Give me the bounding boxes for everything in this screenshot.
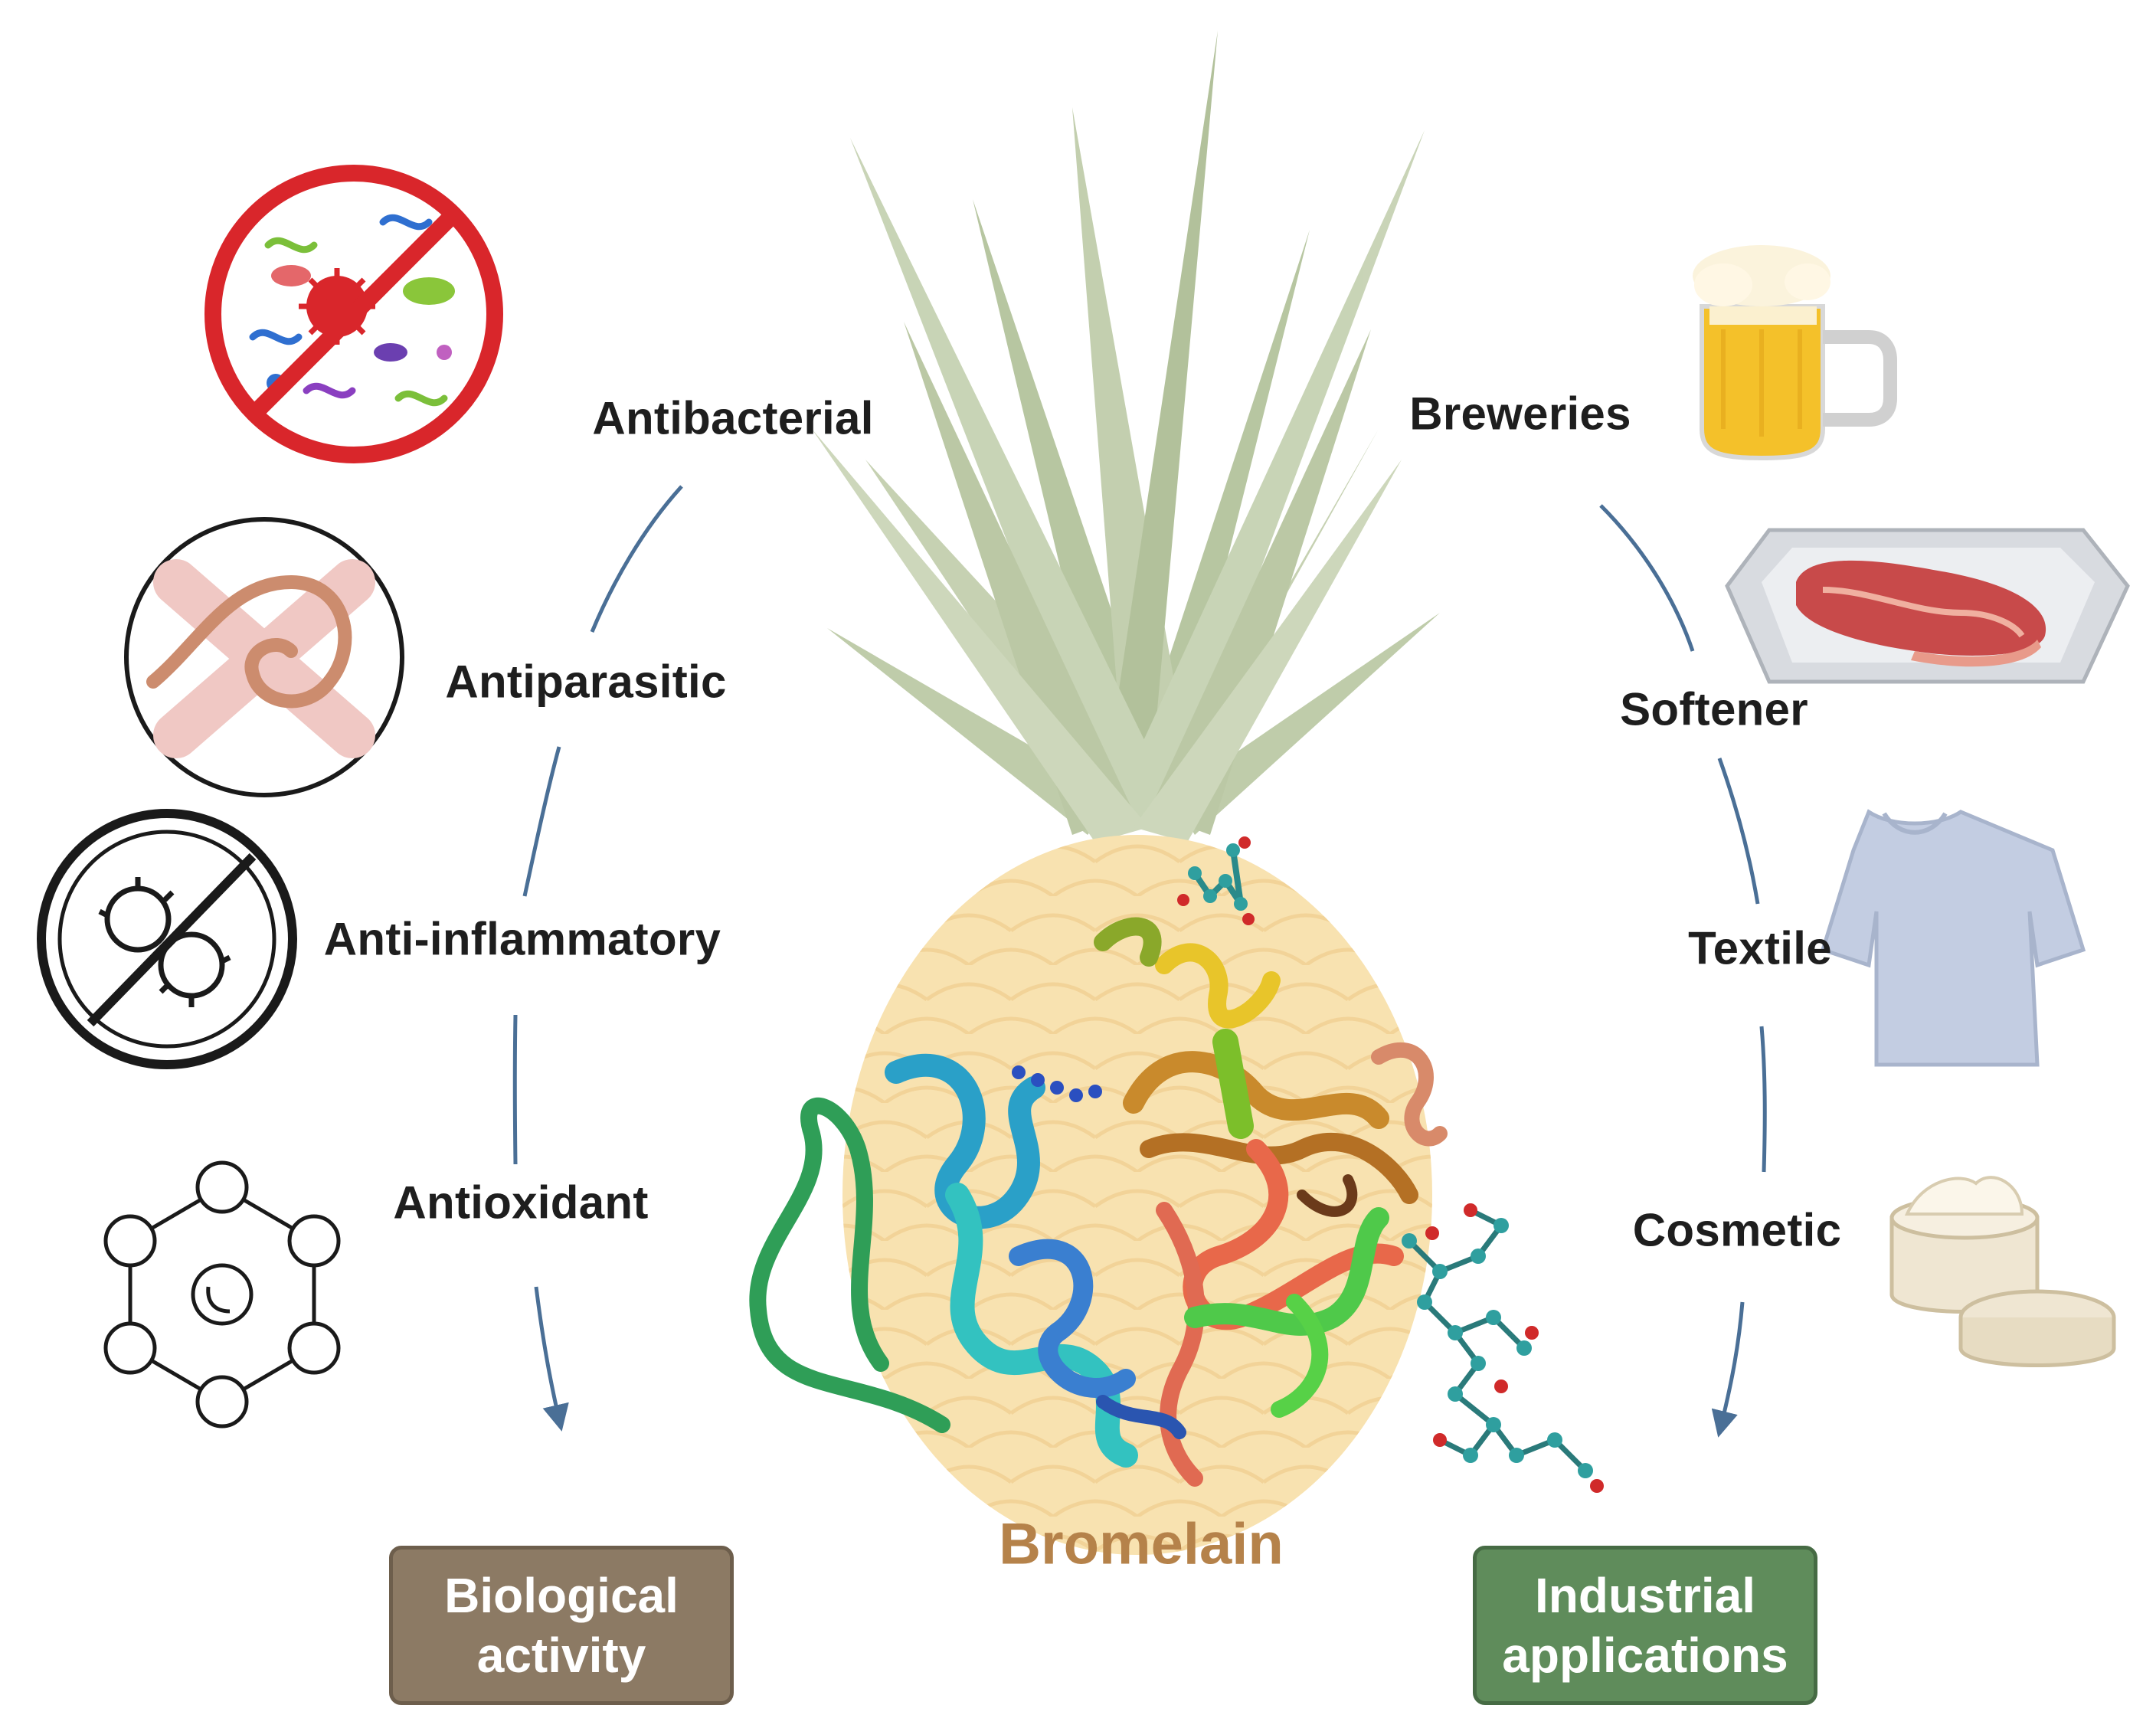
industrial-applications-box: Industrial applications (1473, 1546, 1817, 1705)
arrow-antioxidant-to-biological (534, 1286, 569, 1432)
bromelain-protein-structure (749, 836, 1604, 1493)
arrow-softener-to-textile (1717, 758, 1760, 905)
label-antiparasitic: Antiparasitic (445, 656, 727, 708)
label-softener: Softener (1620, 683, 1808, 735)
label-textile: Textile (1688, 922, 1832, 974)
arrow-cosmetic-to-industrial (1711, 1301, 1745, 1438)
arrow-textile-to-cosmetic (1759, 1026, 1767, 1173)
ligand-chain (1406, 1207, 1588, 1474)
molecule-ring-icon (103, 1160, 341, 1429)
label-breweries: Breweries (1409, 388, 1631, 440)
label-antibacterial: Antibacterial (592, 392, 874, 444)
left-flow-arrows (512, 485, 683, 1432)
arrow-breweries-to-softener (1599, 504, 1695, 652)
bromelain-title: Bromelain (999, 1511, 1284, 1577)
label-anti-inflammatory: Anti-inflammatory (323, 913, 721, 965)
arrow-antibacterial-to-antiparasitic (590, 485, 683, 633)
biological-activity-box: Biological activity (389, 1546, 734, 1705)
cream-jar-icon (1889, 1176, 2116, 1367)
label-cosmetic: Cosmetic (1632, 1204, 1842, 1256)
no-virus-icon (37, 809, 297, 1069)
no-worm-icon (124, 517, 404, 797)
meat-tray-icon (1725, 528, 2130, 684)
pineapple-illustration (812, 31, 1440, 1555)
beer-mug-icon (1693, 245, 1897, 461)
no-bacteria-icon (204, 165, 503, 463)
label-antioxidant: Antioxidant (393, 1177, 649, 1229)
right-flow-arrows (1599, 504, 1767, 1438)
arrow-antiparasitic-to-antiinflammatory (522, 746, 561, 897)
pineapple-crown (812, 31, 1440, 843)
tshirt-icon (1820, 809, 2086, 1067)
